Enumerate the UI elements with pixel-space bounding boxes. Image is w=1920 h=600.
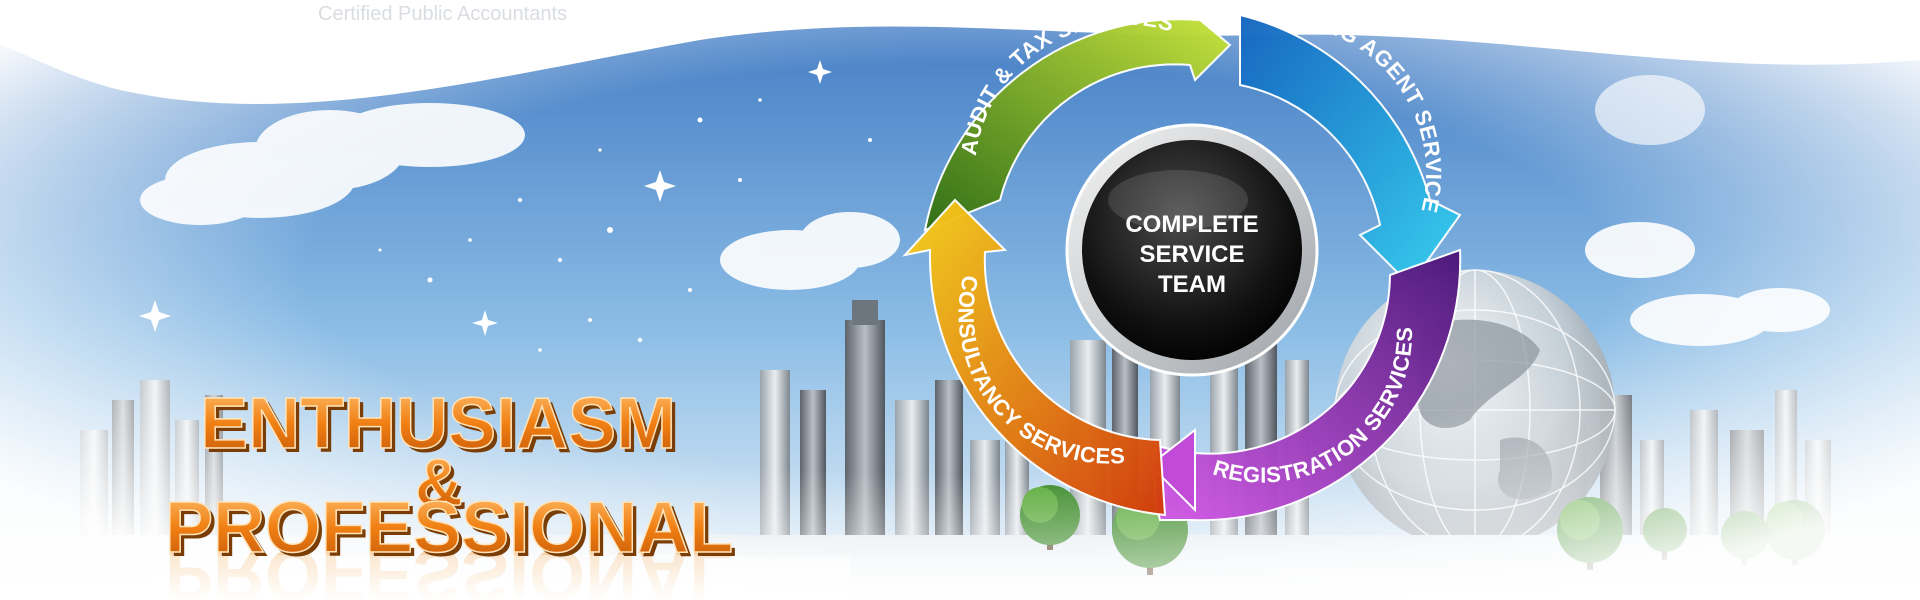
center-line-3: TEAM [1158,271,1226,298]
header-wave [0,0,1920,104]
slogan-line-3: PROFESSIONAL [165,488,733,568]
slogan: PROFESSIONAL ENTHUSIASM ENTHUSIASM & & P… [150,383,850,600]
slogan-line-3-shadow: PROFESSIONAL [169,492,737,572]
slogan-line-1-shadow: ENTHUSIASM [204,388,680,468]
center-line-1: COMPLETE [1125,211,1258,238]
slogan-line-1: ENTHUSIASM [200,384,676,464]
center-hub: COMPLETE SERVICE TEAM [1065,123,1319,377]
center-line-2: SERVICE [1140,241,1245,268]
slogan-line-2-shadow: & [419,449,467,523]
header-faint-text: Certified Public Accountants [318,3,567,25]
slogan-line-2: & [415,445,463,519]
